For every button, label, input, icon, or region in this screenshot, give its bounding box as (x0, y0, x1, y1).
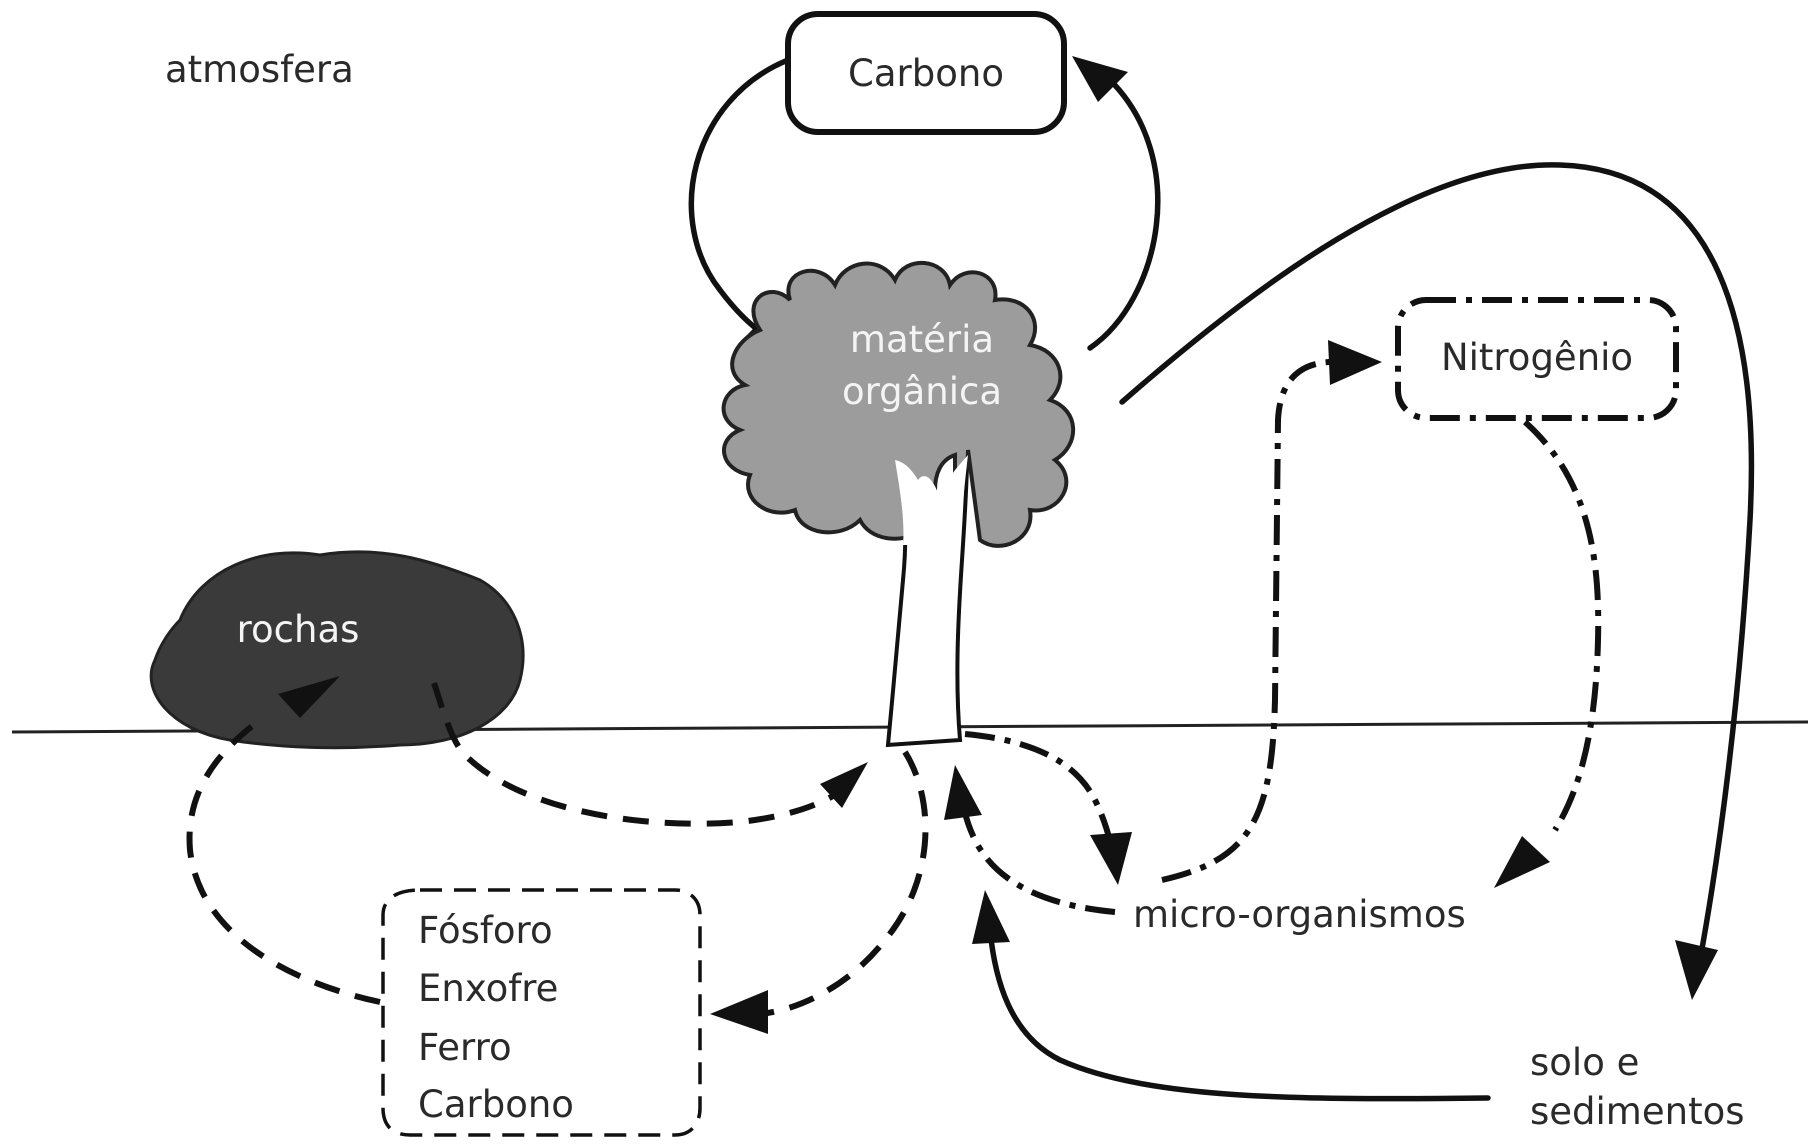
tree-to-elements-arrow (759, 750, 929, 1017)
microorganisms-to-tree-arrowhead (944, 765, 982, 820)
elements-item-sulfur: Enxofre (418, 967, 558, 1010)
organic-to-soil-arrowhead (1675, 940, 1718, 1000)
carbon-to-organic-arrow (688, 57, 791, 338)
organic-to-soil-arrow (1119, 162, 1755, 963)
nitrogen-box-label: Nitrogênio (1441, 336, 1633, 379)
tree-to-microorganisms-arrow (964, 731, 1115, 851)
elements-item-phosphorus: Fósforo (418, 909, 553, 952)
rocks-to-tree-arrowhead (820, 762, 868, 808)
tree-to-microorganisms-arrowhead (1090, 832, 1132, 885)
elements-item-carbon: Carbono (418, 1083, 574, 1126)
soil-to-tree-arrowhead (972, 890, 1010, 944)
tree-to-elements-arrowhead (710, 990, 768, 1034)
microorganisms-label: micro-organismos (1133, 893, 1466, 936)
organic-matter-canopy: matéria orgânica (721, 261, 1076, 548)
organic-matter-label-line1: matéria (850, 318, 994, 361)
microorganisms-to-nitrogen-arrow (1161, 358, 1341, 883)
soil-to-tree-arrow (987, 927, 1491, 1102)
elements-box: Fósforo Enxofre Ferro Carbono (381, 888, 702, 1137)
microorganisms-to-tree-arrow (957, 789, 1116, 915)
microorganisms-to-nitrogen-arrowhead (1328, 340, 1382, 385)
organic-to-carbon-arrow (1087, 77, 1161, 351)
nitrogen-to-microorganisms-arrowhead (1494, 836, 1550, 888)
rocks-label: rochas (237, 608, 360, 651)
nitrogen-to-microorganisms-arrow (1523, 419, 1602, 832)
soil-label-line1: solo e (1530, 1041, 1639, 1084)
atmosphere-label: atmosfera (165, 48, 354, 91)
nitrogen-box: Nitrogênio (1395, 297, 1679, 421)
elements-item-iron: Ferro (418, 1026, 512, 1069)
carbon-box: Carbono (785, 11, 1067, 135)
rocks-to-tree-arrow (431, 682, 852, 827)
rocks: rochas (149, 550, 525, 750)
organic-to-carbon-arrowhead (1072, 56, 1128, 102)
organic-matter-label-line2: orgânica (842, 370, 1002, 413)
elements-to-rocks-arrowhead (278, 676, 340, 718)
elements-to-rocks-arrow (186, 717, 381, 1005)
carbon-box-label: Carbono (848, 52, 1004, 95)
soil-label-line2: sedimentos (1530, 1090, 1744, 1133)
